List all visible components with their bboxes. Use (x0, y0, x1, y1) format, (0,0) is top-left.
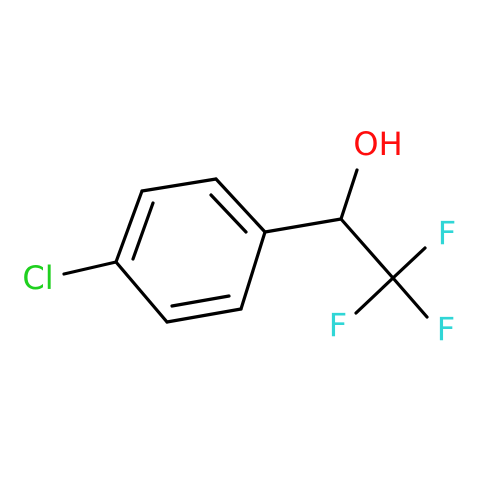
aryl-to-carbinol-bond (263, 217, 343, 234)
chlorine-label: Cl (22, 259, 53, 297)
carbinol-to-oxygen-bond (339, 168, 359, 221)
ring-bond-1 (214, 177, 267, 234)
ring-bond-6 (239, 230, 267, 311)
benzene-ring (114, 177, 267, 324)
substituent-bonds (62, 168, 429, 319)
ring-inner-double-bond-1 (209, 193, 248, 234)
ring-bond-5 (165, 307, 243, 324)
atom-labels: OH Cl F F F (22, 125, 456, 348)
ring-to-chlorine-bond (62, 260, 118, 276)
fluorine-right-label: F (437, 310, 455, 348)
fluorine-left-label: F (329, 306, 347, 344)
fluorine-top-label: F (438, 214, 456, 252)
ring-bond-3 (114, 189, 144, 264)
ring-bond-2 (140, 177, 218, 193)
cf3-to-fluorine-right-bond (391, 276, 429, 319)
carbinol-to-cf3-bond (339, 217, 395, 280)
cf3-to-fluorine-left-bond (354, 276, 395, 315)
ring-inner-double-bond-3 (170, 294, 231, 308)
ring-bond-4 (114, 260, 169, 324)
ring-inner-double-bond-2 (131, 201, 155, 261)
hydroxyl-label: OH (353, 125, 402, 163)
cf3-to-fluorine-top-bond (391, 246, 427, 280)
